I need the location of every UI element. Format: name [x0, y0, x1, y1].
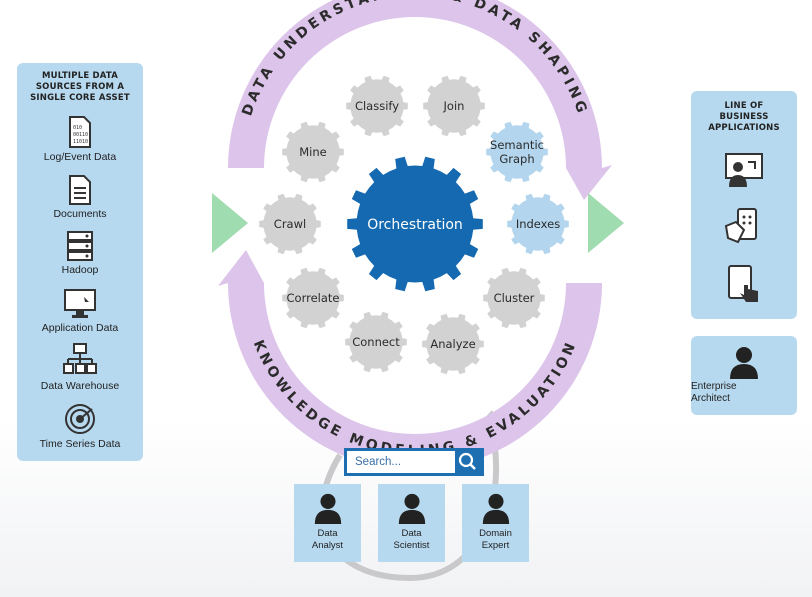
- source-label: Documents: [53, 208, 107, 220]
- gear-label-join: Join: [443, 99, 465, 113]
- search-icon: [458, 452, 476, 470]
- search-bar[interactable]: Search...: [344, 448, 484, 476]
- gear-connect: [345, 311, 407, 373]
- enterprise-architect-panel: Enterprise Architect: [691, 336, 797, 415]
- gear-label-semantic-1: Semantic: [490, 138, 544, 152]
- gear-semantic-graph: [486, 121, 548, 183]
- hierarchy-icon: [63, 343, 97, 374]
- person-icon: [730, 347, 758, 379]
- gear-label-mine: Mine: [299, 145, 326, 159]
- gear-join: [423, 75, 485, 137]
- tablet-touch-icon: [728, 265, 758, 302]
- persona-label: Data Scientist: [393, 528, 430, 551]
- persona-data-scientist: Data Scientist: [378, 484, 445, 562]
- persona-label: Domain Expert: [479, 528, 512, 551]
- presentation-screen-icon: [725, 153, 763, 187]
- svg-text:010: 010: [73, 125, 82, 131]
- source-application-data: Application Data: [17, 289, 143, 334]
- gear-label-indexes: Indexes: [516, 217, 560, 231]
- gear-label-cluster: Cluster: [494, 291, 535, 305]
- persona-data-analyst: Data Analyst: [294, 484, 361, 562]
- persona-domain-expert: Domain Expert: [462, 484, 529, 562]
- app-tablet-hand: [691, 208, 797, 244]
- search-button[interactable]: [455, 451, 481, 473]
- document-icon: [69, 175, 91, 205]
- data-sources-panel: MULTIPLE DATA SOURCES FROM A SINGLE CORE…: [17, 63, 143, 461]
- source-label: Time Series Data: [39, 438, 121, 450]
- persona-label: Data Analyst: [311, 528, 344, 551]
- gear-label-semantic-2: Graph: [499, 152, 534, 166]
- output-arrow: [588, 193, 624, 253]
- svg-text:11010: 11010: [73, 139, 88, 145]
- monitor-icon: [64, 289, 96, 318]
- input-arrow: [212, 193, 248, 253]
- source-time-series: Time Series Data: [17, 403, 143, 450]
- gear-cluster: [483, 267, 545, 329]
- gear-label-crawl: Crawl: [274, 217, 306, 231]
- gear-analyze: [422, 313, 484, 375]
- top-arc: [228, 0, 612, 200]
- source-documents: Documents: [17, 175, 143, 220]
- source-log-event: 010 00110 11010 Log/Event Data: [17, 116, 143, 163]
- bottom-arc: [218, 250, 602, 470]
- gear-label-analyze: Analyze: [430, 337, 475, 351]
- person-icon: [482, 493, 509, 524]
- source-label: Hadoop: [61, 264, 99, 276]
- business-applications-title: LINE OF BUSINESS APPLICATIONS: [708, 101, 780, 133]
- person-icon: [398, 493, 425, 524]
- gear-orchestration: [347, 156, 483, 292]
- person-icon: [314, 493, 341, 524]
- binary-file-icon: 010 00110 11010: [69, 116, 91, 148]
- source-data-warehouse: Data Warehouse: [17, 343, 143, 392]
- svg-text:00110: 00110: [73, 132, 88, 138]
- gear-label-connect: Connect: [352, 335, 400, 349]
- gear-correlate: [282, 267, 344, 329]
- server-rack-icon: [67, 231, 93, 261]
- enterprise-architect-label: Enterprise Architect: [691, 381, 737, 404]
- tablet-hand-icon: [724, 208, 757, 244]
- business-applications-panel: LINE OF BUSINESS APPLICATIONS: [691, 91, 797, 319]
- source-label: Log/Event Data: [43, 151, 117, 163]
- gear-mine: [282, 121, 344, 183]
- target-icon: [65, 404, 95, 434]
- gear-crawl: [259, 193, 321, 255]
- data-sources-title: MULTIPLE DATA SOURCES FROM A SINGLE CORE…: [30, 71, 130, 103]
- gear-label-correlate: Correlate: [287, 291, 340, 305]
- app-tablet-touch: [691, 265, 797, 303]
- gear-indexes: [507, 193, 569, 255]
- source-label: Application Data: [41, 322, 119, 334]
- search-input[interactable]: Search...: [347, 451, 455, 473]
- gear-classify: [346, 75, 408, 137]
- source-label: Data Warehouse: [40, 380, 120, 392]
- center-gear-label: Orchestration: [367, 217, 463, 233]
- gear-label-classify: Classify: [355, 99, 399, 113]
- app-presentation: [691, 153, 797, 187]
- source-hadoop: Hadoop: [17, 231, 143, 276]
